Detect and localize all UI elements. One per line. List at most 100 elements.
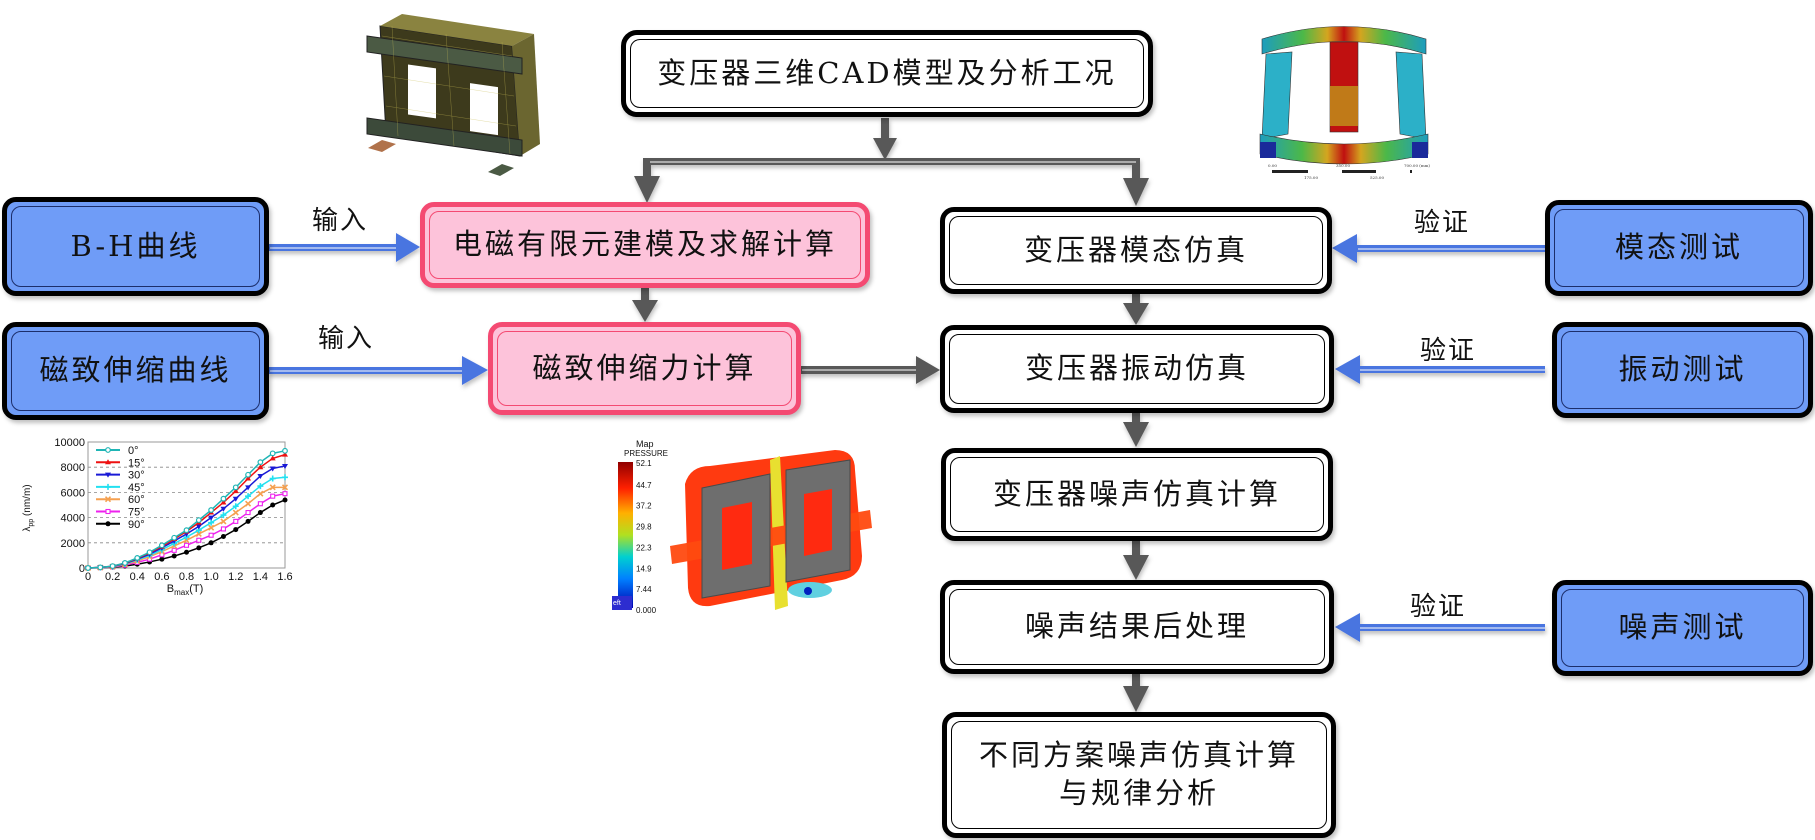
series-0deg: [85, 447, 288, 571]
em-fem-solve-label: 电磁有限元建模及求解计算: [452, 227, 837, 262]
legend-item: 45°: [96, 482, 145, 494]
pressure-scale-tick: 44.7: [636, 481, 652, 490]
pressure-scale-tick: 22.3: [636, 543, 652, 552]
data-point: [245, 518, 251, 524]
arrow-vib-verify-head: [1335, 355, 1360, 384]
legend-item: 30°: [96, 470, 145, 482]
data-point: [208, 519, 215, 526]
modal-scale-tick-700: 700.00 (mm): [1404, 163, 1430, 168]
magnetostriction-curve-label: 磁致伸缩曲线: [39, 353, 232, 388]
modal-test-box: 模态测试: [1545, 200, 1813, 296]
chart-plot-frame: [87, 441, 286, 569]
data-point: [269, 450, 276, 457]
arrow-noise-post-stem: [1132, 540, 1140, 558]
noise-test-box: 噪声测试: [1552, 580, 1813, 676]
pressure-scale-tick: 14.9: [636, 564, 652, 573]
legend-marker: [105, 521, 111, 527]
data-point: [122, 560, 128, 566]
data-point: [220, 512, 227, 519]
noise-postprocess-label: 噪声结果后处理: [1024, 609, 1249, 644]
noise-sim-label: 变压器噪声仿真计算: [992, 476, 1281, 511]
legend-item: 15°: [96, 457, 145, 469]
legend-marker: [104, 496, 112, 503]
arrow-top-head: [873, 138, 897, 160]
data-point: [220, 534, 226, 539]
data-point: [282, 497, 288, 503]
data-point: [208, 507, 215, 513]
cad-model-box: 变压器三维CAD模型及分析工况: [621, 30, 1153, 117]
bh-curve-box: B-H曲线: [2, 197, 269, 296]
legend-label: 30°: [128, 470, 145, 482]
y-tick-label: 6000: [61, 487, 85, 499]
data-point: [208, 515, 215, 521]
scheme-analysis-label-line1: 不同方案噪声仿真计算: [978, 738, 1299, 773]
verify-label-noise: 验证: [1410, 592, 1467, 622]
data-point: [282, 451, 288, 457]
x-tick-label: 0: [85, 571, 91, 583]
data-point: [245, 471, 251, 478]
legend-marker: [105, 447, 111, 453]
input-label-bh: 输入: [312, 206, 369, 236]
data-point: [171, 547, 177, 553]
vibration-test-box: 振动测试: [1552, 322, 1813, 418]
legend-item: 60°: [96, 494, 145, 506]
arrow-vib-noise-head: [1123, 422, 1149, 447]
arrow-top-trunk: [881, 118, 889, 144]
data-point: [257, 501, 263, 507]
data-point: [208, 532, 214, 538]
data-point: [85, 565, 91, 571]
legend-item: 90°: [96, 519, 145, 531]
arrow-noise-post-head: [1123, 555, 1149, 580]
data-point: [159, 552, 165, 558]
cad-core-model-image: [366, 14, 540, 176]
modal-scale-tick-525: 525.00: [1370, 175, 1384, 180]
magnetostriction-curve-box: 磁致伸缩曲线: [2, 322, 269, 420]
legend-marker: [105, 483, 111, 490]
data-point: [282, 474, 288, 481]
legend-label: 0°: [128, 445, 139, 457]
data-point: [270, 493, 276, 499]
x-axis-label-unit: (T): [189, 583, 203, 595]
arrow-modal-vib-head: [1123, 303, 1149, 325]
data-point: [109, 563, 116, 570]
branch-left-head: [634, 176, 660, 203]
noise-postprocess-box: 噪声结果后处理: [940, 580, 1334, 674]
pressure-scale-tick: 0.000: [636, 606, 657, 615]
legend-label: 45°: [128, 482, 145, 494]
data-point: [232, 488, 239, 494]
data-point: [196, 545, 202, 551]
data-point: [269, 475, 276, 482]
pressure-map-variable: PRESSURE: [624, 449, 668, 458]
x-axis-label-sub: max: [174, 588, 189, 597]
branch-left-stem: [643, 158, 651, 180]
x-tick-label: 0.2: [105, 571, 120, 583]
pressure-colorbar: [618, 462, 633, 608]
scheme-analysis-box: 不同方案噪声仿真计算 与规律分析: [942, 712, 1336, 838]
modal-test-label: 模态测试: [1614, 230, 1743, 265]
x-tick-label: 0.4: [130, 571, 145, 583]
pressure-map-image: Map PRESSURE 52.144.737.229.822.314.97.4…: [612, 439, 872, 615]
bh-curve-label: B-H曲线: [70, 228, 201, 263]
arrow-em1-em2-head: [632, 300, 658, 322]
arrow-post-scheme-head: [1123, 686, 1149, 712]
branch-right-stem: [1132, 158, 1140, 182]
data-point: [134, 555, 141, 561]
data-point: [195, 530, 202, 538]
modal-scale-tick-0: 0.00: [1268, 163, 1277, 168]
data-point: [245, 493, 252, 500]
arrow-post-scheme-stem: [1132, 673, 1140, 689]
legend-marker: [105, 508, 111, 515]
data-point: [281, 484, 289, 491]
legend-item: 0°: [96, 445, 139, 457]
data-point: [257, 510, 263, 516]
data-point: [171, 534, 178, 541]
data-point: [233, 518, 239, 524]
arrow-modal-vib-stem: [1132, 293, 1140, 307]
legend-label: 75°: [128, 507, 145, 519]
legend-label: 15°: [128, 457, 145, 469]
data-point: [208, 524, 215, 531]
modal-sim-box: 变压器模态仿真: [940, 207, 1332, 294]
x-tick-label: 1.6: [277, 571, 292, 583]
arrow-modal-verify-head: [1332, 234, 1357, 263]
data-point: [195, 524, 202, 530]
